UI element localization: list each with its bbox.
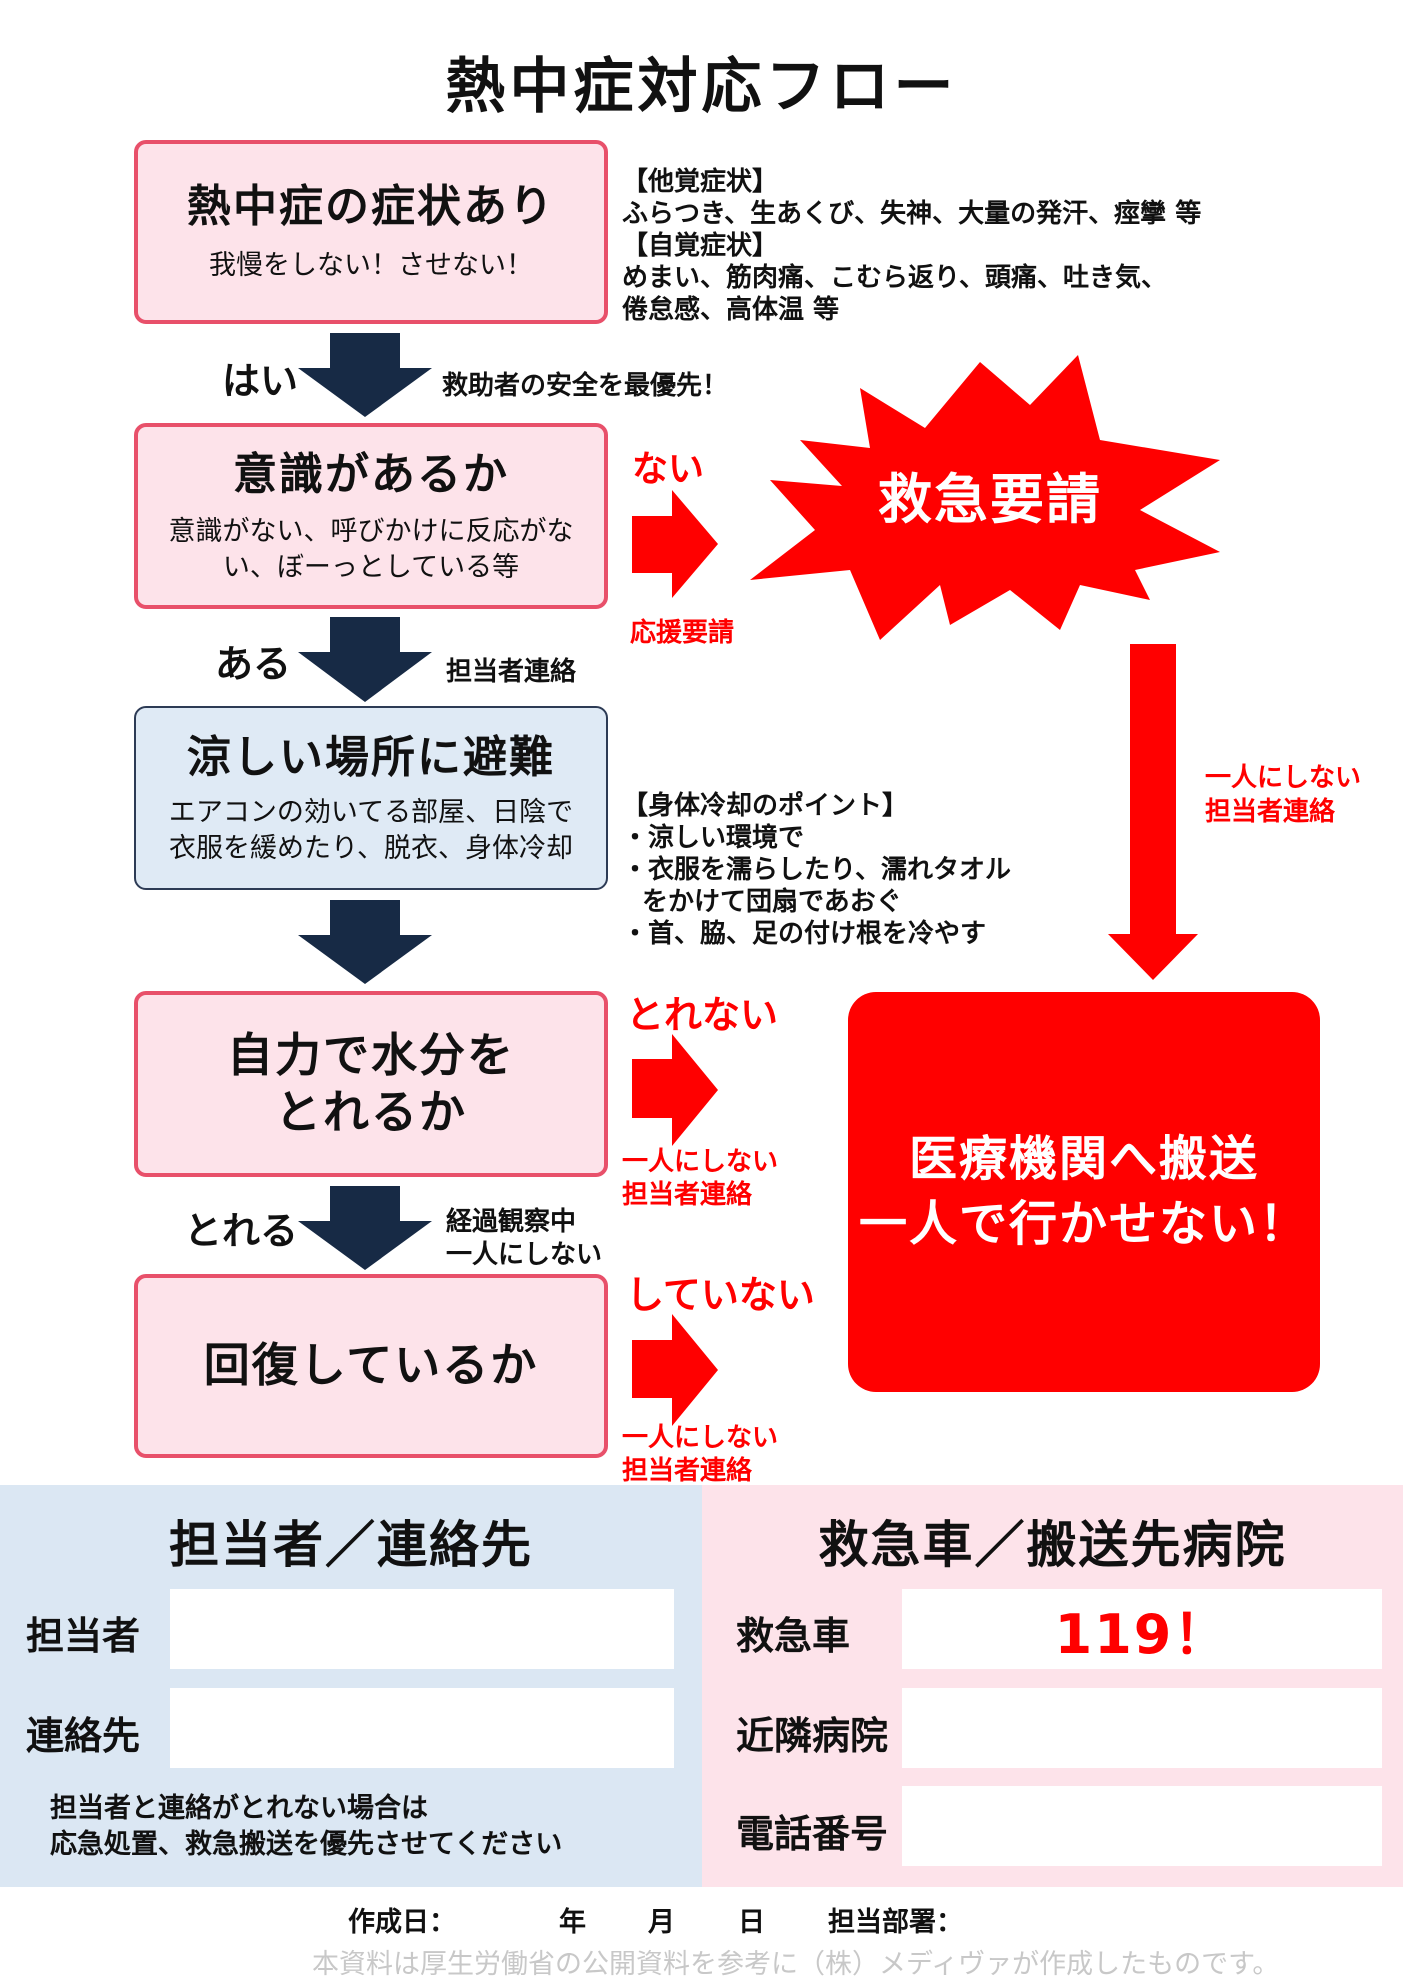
observation-note-2: 一人にしない (446, 1239, 603, 1270)
step5-box: 回復しているか (134, 1274, 608, 1458)
phone-field[interactable] (170, 1688, 674, 1768)
page-title: 熱中症対応フロー (445, 52, 958, 122)
month-label: 月 (648, 1907, 675, 1938)
step4-note: 一人にしない 担当者連絡 (622, 1146, 778, 1211)
other-symptoms-body: ふらつき、生あくび、失神、大量の発汗、痙攣 等 (622, 199, 1202, 229)
right-arrow-step4 (632, 1034, 718, 1146)
contact-panel-note-1: 担当者と連絡がとれない場合は (50, 1793, 428, 1824)
department-label: 担当部署： (828, 1907, 963, 1938)
step4-note-1: 一人にしない (622, 1147, 779, 1177)
down-arrow-1 (298, 333, 432, 417)
hospital-line-1: 医療機関へ搬送 (908, 1131, 1259, 1188)
side-note: 一人にしない 担当者連絡 (1205, 762, 1361, 830)
observation-note-1: 経過観察中 (446, 1207, 577, 1237)
step1-title: 熱中症の症状あり (187, 181, 555, 233)
self-symptoms-head: 【自覚症状】 (622, 231, 779, 261)
tel-label: 電話番号 (736, 1812, 889, 1856)
side-note-1: 一人にしない (1205, 763, 1362, 793)
starburst-shape (750, 355, 1220, 640)
ambulance-label: 救急車 (736, 1614, 851, 1658)
ambulance-number: 119！ (1054, 1602, 1230, 1666)
cooling-point-2: ・衣服を濡らしたり、濡れタオル (622, 855, 1011, 885)
day-label: 日 (738, 1907, 765, 1938)
ambulance-panel: 救急車／搬送先病院 救急車 119！ 近隣病院 電話番号 (702, 1485, 1403, 1887)
cooling-point-1: ・涼しい環境で (622, 823, 805, 853)
yes-conscious-label: ある (215, 642, 292, 686)
year-label: 年 (559, 1907, 586, 1938)
right-arrow-step2 (632, 490, 718, 598)
step5-title: 回復しているか (203, 1338, 539, 1393)
step1-box: 熱中症の症状あり 我慢をしない！させない！ (134, 140, 608, 324)
person-label: 担当者 (26, 1614, 141, 1658)
step4-title-1: 自力で水分を (227, 1027, 515, 1082)
hospital-line-2: 一人で行かせない！ (858, 1196, 1309, 1252)
right-arrow-step5 (632, 1314, 718, 1426)
created-date-label: 作成日： (348, 1907, 456, 1938)
contact-panel-heading: 担当者／連絡先 (169, 1516, 533, 1574)
hospital-transport-box: 医療機関へ搬送 一人で行かせない！ (848, 992, 1320, 1392)
step5-note-1: 一人にしない (622, 1423, 779, 1453)
step4-title-2: とれるか (275, 1085, 467, 1139)
step3-box: 涼しい場所に避難 エアコンの効いてる部屋、日陰で 衣服を緩めたり、脱衣、身体冷却 (134, 706, 608, 890)
down-arrow-3 (298, 900, 432, 984)
ambulance-panel-heading: 救急車／搬送先病院 (818, 1516, 1287, 1574)
rescuer-safety-note: 救助者の安全を最優先！ (442, 371, 729, 401)
contact-panel-note-2: 応急処置、救急搬送を優先させてください (50, 1829, 563, 1861)
side-note-2: 担当者連絡 (1205, 796, 1336, 827)
backup-request-note: 応援要請 (630, 618, 735, 648)
step4-note-2: 担当者連絡 (622, 1179, 753, 1210)
down-arrow-2 (298, 617, 432, 702)
ambulance-field: 119！ (902, 1589, 1382, 1669)
self-symptoms-body-1: めまい、筋肉痛、こむら返り、頭痛、吐き気、 (622, 263, 1167, 293)
down-arrow-red (1108, 644, 1198, 980)
step5-note-2: 担当者連絡 (622, 1455, 753, 1486)
hospital-label: 近隣病院 (736, 1714, 889, 1758)
other-symptoms-head: 【他覚症状】 (622, 167, 779, 197)
step2-box: 意識があるか 意識がない、呼びかけに反応がな い、ぼーっとしている等 (134, 423, 608, 609)
hospital-field[interactable] (902, 1688, 1382, 1768)
emergency-call-label: 救急要請 (878, 468, 1102, 531)
step2-sub-1: 意識がない、呼びかけに反応がな (168, 516, 574, 548)
down-arrow-4 (298, 1186, 432, 1270)
person-field[interactable] (170, 1589, 674, 1669)
observation-note: 経過観察中 一人にしない (446, 1206, 602, 1271)
credit-text: 本資料は厚生労働省の公開資料を参考に（株）メディヴァが作成したものです。 (312, 1949, 1280, 1980)
step2-sub-2: い、ぼーっとしている等 (222, 551, 520, 583)
yes-label: はい (222, 359, 299, 403)
cooling-point-3: ・首、脇、足の付け根を冷やす (622, 919, 987, 949)
step5-note: 一人にしない 担当者連絡 (622, 1422, 778, 1487)
step1-sub: 我慢をしない！させない！ (209, 250, 533, 282)
step2-title: 意識があるか (233, 449, 509, 501)
contact-panel-note: 担当者と連絡がとれない場合は 応急処置、救急搬送を優先させてください (50, 1791, 562, 1864)
not-recovering-label: していない (626, 1273, 815, 1317)
step3-sub-1: エアコンの効いてる部屋、日陰で (168, 796, 574, 828)
step4-box: 自力で水分を とれるか (134, 991, 608, 1177)
cooling-point-2b: をかけて団扇であおぐ (642, 887, 902, 917)
phone-label: 連絡先 (26, 1714, 141, 1758)
step3-title: 涼しい場所に避難 (187, 731, 555, 783)
self-symptoms-body-2: 倦怠感、高体温 等 (622, 295, 840, 325)
cooling-points-head: 【身体冷却のポイント】 (622, 791, 909, 821)
no-consciousness-label: ない (632, 449, 705, 490)
contact-person-note: 担当者連絡 (446, 657, 577, 687)
tel-field[interactable] (902, 1786, 1382, 1866)
contact-panel: 担当者／連絡先 担当者 連絡先 担当者と連絡がとれない場合は 応急処置、救急搬送… (0, 1485, 702, 1887)
can-drink-label: とれる (184, 1209, 299, 1253)
step3-sub-2: 衣服を緩めたり、脱衣、身体冷却 (169, 832, 573, 864)
cannot-drink-label: とれない (626, 993, 779, 1037)
